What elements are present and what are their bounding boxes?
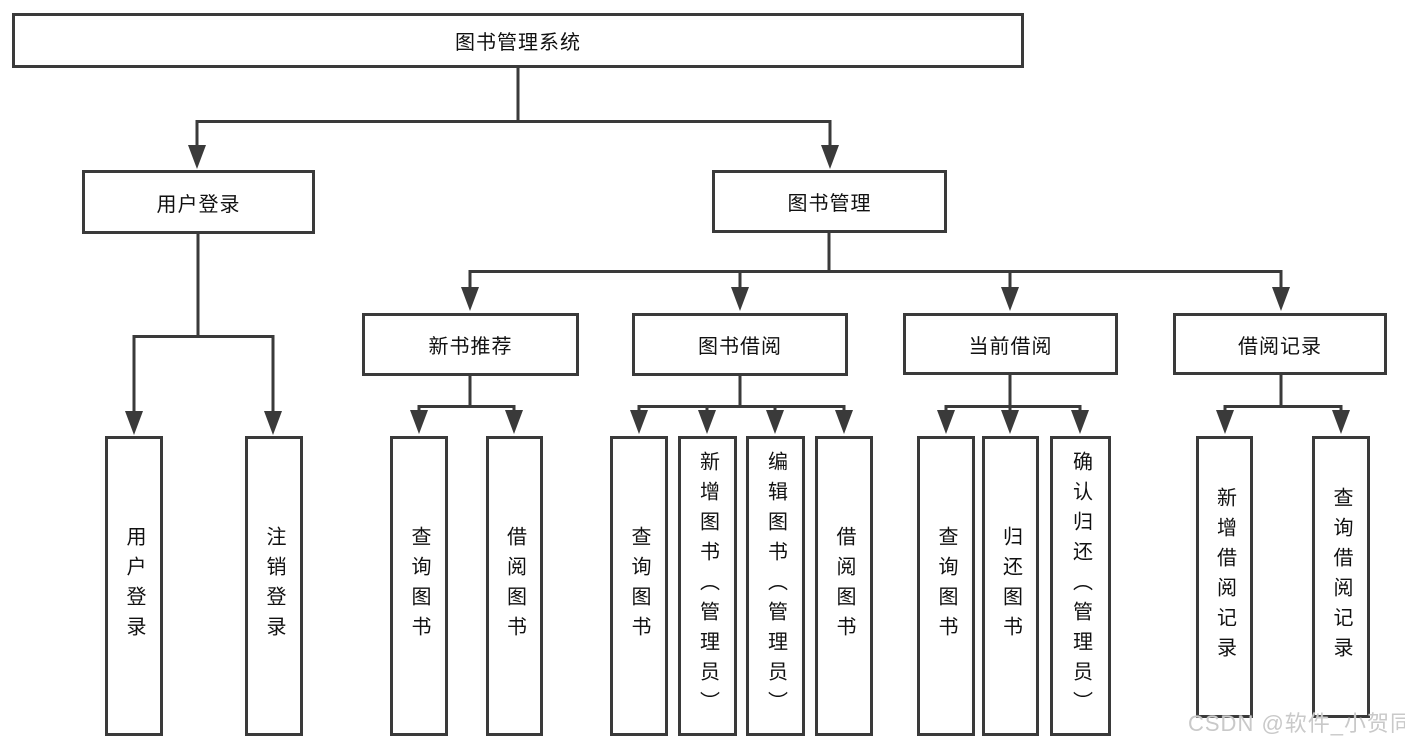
arrowhead	[1001, 287, 1019, 311]
connector-lines	[132, 68, 1343, 413]
leaf-borrow-books-2: 借阅图书	[815, 436, 873, 736]
arrowheads	[125, 145, 1350, 435]
node-label: 注销登录	[263, 526, 285, 646]
arrowhead	[1216, 410, 1234, 434]
arrowhead	[1332, 410, 1350, 434]
node-label: 借阅记录	[1238, 335, 1322, 358]
leaf-borrow-books-1: 借阅图书	[486, 436, 543, 736]
arrowhead	[937, 410, 955, 434]
arrowhead	[821, 145, 839, 169]
leaf-query-borrow-record: 查询借阅记录	[1312, 436, 1370, 718]
node-label: 新增图书（管理员）	[696, 451, 719, 721]
node-book-management: 图书管理	[712, 170, 947, 233]
leaf-add-books-admin: 新增图书（管理员）	[678, 436, 737, 736]
node-label: 归还图书	[999, 526, 1022, 646]
arrowhead	[1071, 410, 1089, 434]
node-label: 用户登录	[156, 193, 241, 216]
arrowhead	[731, 287, 749, 311]
node-book-borrowing: 图书借阅	[632, 313, 848, 376]
leaf-add-borrow-record: 新增借阅记录	[1196, 436, 1253, 718]
node-label: 用户登录	[123, 526, 145, 646]
arrowhead	[698, 410, 716, 434]
node-label: 查询图书	[408, 526, 430, 646]
leaf-query-books-3: 查询图书	[917, 436, 975, 736]
node-label: 图书借阅	[698, 336, 782, 358]
arrowhead	[410, 410, 428, 434]
node-label: 图书管理系统	[455, 32, 581, 54]
leaf-edit-books-admin: 编辑图书（管理员）	[746, 436, 805, 736]
node-label: 新书推荐	[428, 336, 513, 358]
leaf-query-books-1: 查询图书	[390, 436, 448, 736]
leaf-confirm-return-admin: 确认归还（管理员）	[1050, 436, 1111, 736]
leaf-user-login: 用户登录	[105, 436, 163, 736]
node-label: 查询图书	[935, 526, 957, 646]
arrowhead	[630, 410, 648, 434]
leaf-query-books-2: 查询图书	[610, 436, 668, 736]
arrowhead	[1001, 410, 1019, 434]
leaf-return-books: 归还图书	[982, 436, 1039, 736]
node-label: 查询图书	[628, 526, 650, 646]
arrowhead	[461, 287, 479, 311]
arrowhead	[766, 410, 784, 434]
node-label: 借阅图书	[833, 526, 855, 646]
node-root: 图书管理系统	[12, 13, 1024, 68]
node-label: 图书管理	[787, 193, 872, 215]
arrowhead	[125, 411, 143, 435]
arrowhead	[835, 410, 853, 434]
arrowhead	[264, 411, 282, 435]
node-label: 当前借阅	[968, 335, 1053, 358]
node-label: 新增借阅记录	[1213, 487, 1236, 667]
node-current-borrowing: 当前借阅	[903, 313, 1118, 375]
node-user-login: 用户登录	[82, 170, 315, 234]
csdn-watermark: CSDN @软件_小贺同学	[1188, 711, 1405, 736]
node-new-book-recommend: 新书推荐	[362, 313, 579, 376]
leaf-logout: 注销登录	[245, 436, 303, 736]
arrowhead	[505, 410, 523, 434]
node-label: 查询借阅记录	[1330, 487, 1352, 667]
node-borrowing-records: 借阅记录	[1173, 313, 1387, 375]
arrowhead	[1272, 287, 1290, 311]
node-label: 编辑图书（管理员）	[764, 451, 787, 721]
node-label: 借阅图书	[503, 526, 526, 646]
node-label: 确认归还（管理员）	[1069, 451, 1092, 721]
arrowhead	[188, 145, 206, 169]
